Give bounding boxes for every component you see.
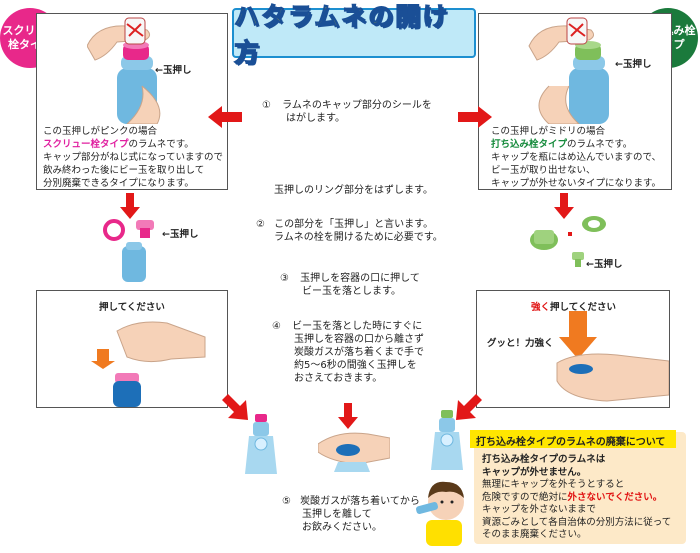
push-hand-illustration-right — [556, 311, 669, 402]
down-arrow-right-1 — [554, 193, 574, 219]
bottle-neck-left — [122, 242, 146, 282]
tama-oshi-label-left-2: ←玉押し — [162, 229, 199, 240]
down-arrow-center — [338, 403, 358, 429]
pressed-type-panel: ←玉押し この玉押しがミドリの場合 打ち込み栓タイプのラムネです。 キャップを瓶… — [478, 13, 672, 190]
boy-drinking-illustration — [416, 481, 464, 546]
disposal-note: 打ち込み栓タイプのラムネの廃棄について 打ち込み栓タイプのラムネは キャップが外… — [470, 430, 686, 544]
bottle-after-left — [245, 414, 277, 474]
step-4: ④ ビー玉を落とした時にすぐに 玉押しを容器の口から離さず 炭酸ガスが落ち着くま… — [272, 321, 424, 384]
page-title: ハタラムネの開け方 — [232, 1, 476, 68]
push-panel-left: 押してください — [36, 290, 228, 408]
left-arrow-step1 — [208, 106, 242, 128]
step-3: ③ 玉押しを容器の口に押して ビー玉を落とします。 — [280, 273, 420, 297]
pressed-type-description: この玉押しがミドリの場合 打ち込み栓タイプのラムネです。 キャップを瓶にはめ込ん… — [491, 126, 662, 189]
title-text: ハタラムネの開け方 — [233, 1, 450, 67]
disposal-note-title: 打ち込み栓タイプのラムネの廃棄について — [470, 430, 676, 448]
screw-type-panel: ←玉押し この玉押しがピンクの場合 スクリュー栓タイプのラムネです。 キャップ部… — [36, 13, 228, 190]
push-strong-label: 強く押してください — [531, 302, 616, 313]
pink-ring-and-tama-oshi — [103, 219, 154, 241]
right-arrow-step1 — [458, 106, 492, 128]
down-arrow-left-1 — [120, 193, 140, 219]
push-please-label: 押してください — [99, 302, 165, 313]
push-panel-right: 強く押してください グッと！力強く — [476, 290, 670, 408]
step-1: ① ラムネのキャップ部分のシールを はがします。 — [262, 100, 432, 124]
green-cap-parts — [530, 216, 606, 267]
step-5: ⑤ 炭酸ガスが落ち着いてから 玉押しを離して お飲みください。 — [282, 496, 420, 533]
screw-type-description: この玉押しがピンクの場合 スクリュー栓タイプのラムネです。 キャップ部分がねじ式… — [43, 126, 224, 189]
gut-strong-label: グッと！力強く — [487, 338, 554, 349]
diag-arrow-right — [456, 394, 482, 420]
ring-step: 玉押しのリング部分をはずします。 — [274, 185, 433, 196]
push-hand-illustration-left — [91, 321, 206, 407]
tama-oshi-label-right: ←玉押し — [615, 59, 652, 70]
tama-oshi-label-right-2: ←玉押し — [586, 259, 623, 270]
screw-bottle-hand-illustration — [87, 17, 161, 124]
pressed-bottle-hand-illustration — [528, 17, 609, 124]
disposal-note-body: 打ち込み栓タイプのラムネは キャップが外せません。 無理にキャップを外そうとする… — [482, 454, 672, 540]
hand-pressing-center — [318, 432, 390, 472]
bottle-after-right — [431, 410, 463, 470]
tama-oshi-label-left: ←玉押し — [155, 65, 192, 76]
diag-arrow-left — [222, 394, 248, 420]
step-2: ② この部分を「玉押し」と言います。 ラムネの栓を開けるために必要です。 — [256, 219, 443, 243]
